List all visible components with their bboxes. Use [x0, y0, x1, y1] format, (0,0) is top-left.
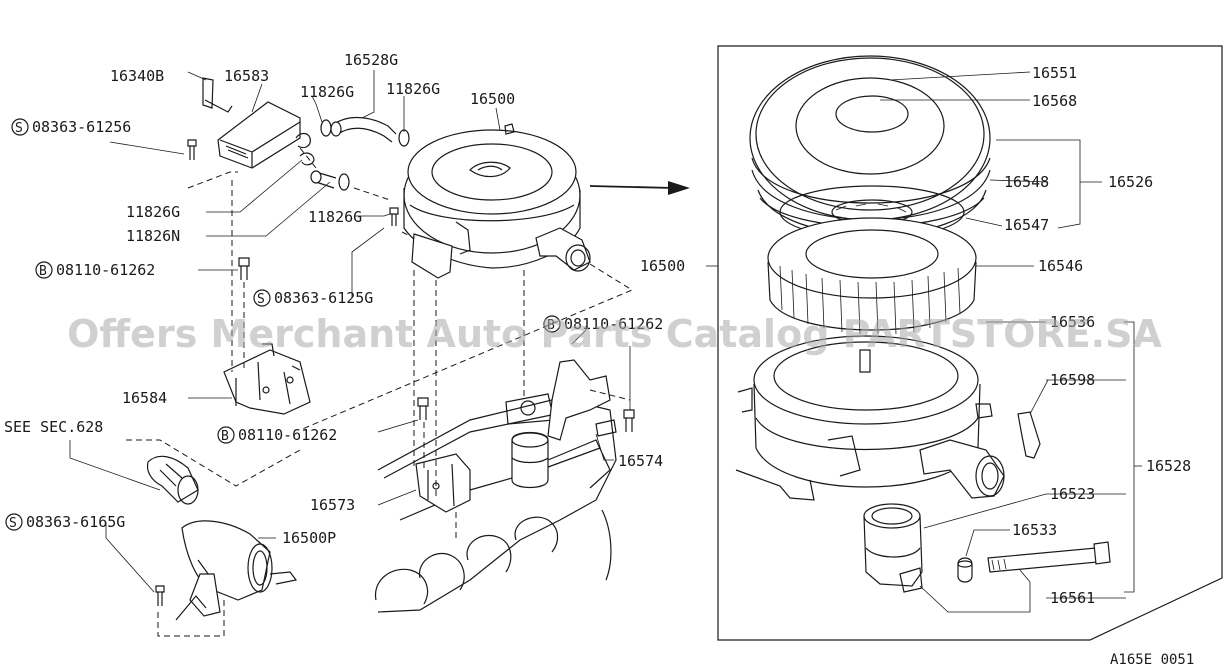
svg-text:B: B	[221, 429, 229, 444]
label-16561: 16561	[1050, 589, 1095, 607]
label-16547: 16547	[1004, 216, 1049, 234]
bolt-symbol: B	[217, 426, 235, 444]
label-11826G-d: 11826G	[308, 208, 362, 226]
bolt-symbol: B	[543, 315, 561, 333]
label-16500P: 16500P	[282, 529, 336, 547]
label-16574: 16574	[618, 452, 663, 470]
exploded-detail-box	[706, 45, 1223, 641]
label-16584: 16584	[122, 389, 167, 407]
svg-text:B: B	[39, 264, 47, 279]
screw-symbol: S	[11, 118, 29, 136]
label-16500-top: 16500	[470, 90, 515, 108]
label-11826N: 11826N	[126, 227, 180, 245]
label-16533: 16533	[1012, 521, 1057, 539]
label-08110-61262-a: 08110-61262	[56, 261, 155, 279]
label-11826G-b: 11826G	[386, 80, 440, 98]
label-16523: 16523	[1050, 485, 1095, 503]
label-08110-61262-c: 08110-61262	[238, 426, 337, 444]
label-08363-6165G: 08363-6165G	[26, 513, 125, 531]
label-16598: 16598	[1050, 371, 1095, 389]
label-16546: 16546	[1038, 257, 1083, 275]
screw-symbol: S	[253, 289, 271, 307]
label-08363-6125G: 08363-6125G	[274, 289, 373, 307]
part-number-labels: 16340B 16583 16528G 11826G 11826G 16500 …	[4, 51, 1194, 668]
svg-text:S: S	[9, 516, 17, 531]
label-16500-side: 16500	[640, 257, 685, 275]
label-16573: 16573	[310, 496, 355, 514]
svg-text:S: S	[257, 292, 265, 307]
bolt-symbol: B	[35, 261, 53, 279]
label-08110-61262-b: 08110-61262	[564, 315, 663, 333]
label-16583: 16583	[224, 67, 269, 85]
svg-text:B: B	[547, 318, 555, 333]
label-16568: 16568	[1032, 92, 1077, 110]
diagram-code: A165E 0051	[1110, 652, 1194, 668]
label-16551: 16551	[1032, 64, 1077, 82]
label-16528G: 16528G	[344, 51, 398, 69]
engine-assembly-drawing	[69, 70, 690, 637]
label-16340B: 16340B	[110, 67, 164, 85]
label-11826G-a: 11826G	[300, 83, 354, 101]
label-11826G-c: 11826G	[126, 203, 180, 221]
svg-text:S: S	[15, 121, 23, 136]
screw-symbol: S	[5, 513, 23, 531]
label-16526: 16526	[1108, 173, 1153, 191]
label-16528: 16528	[1146, 457, 1191, 475]
label-08363-61256: 08363-61256	[32, 118, 131, 136]
label-16548: 16548	[1004, 173, 1049, 191]
label-16536: 16536	[1050, 313, 1095, 331]
label-see-sec-628: SEE SEC.628	[4, 418, 103, 436]
